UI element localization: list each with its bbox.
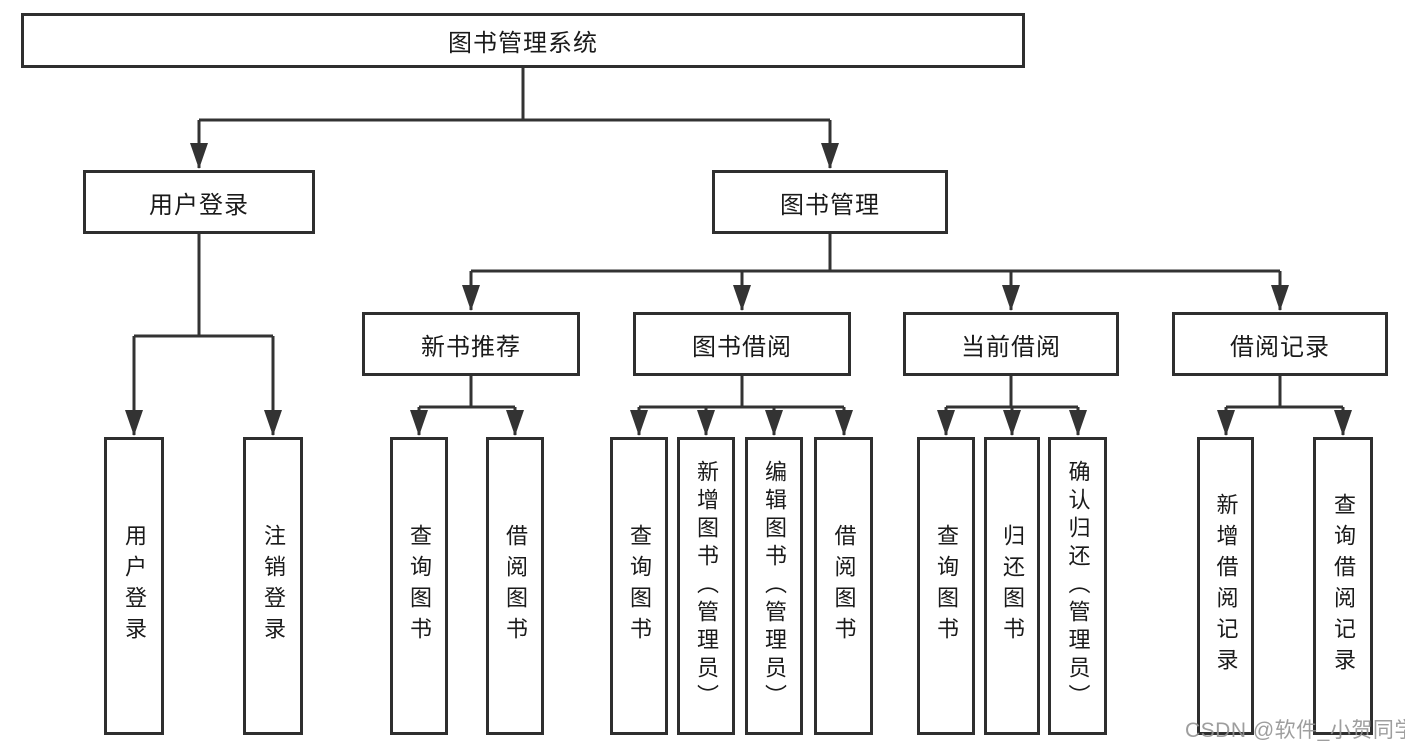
leaf-nbr-borrow-book-label: 借阅图书 bbox=[503, 524, 528, 648]
node-new-book-recommend-label: 新书推荐 bbox=[421, 333, 521, 361]
leaf-user-login-label: 用户登录 bbox=[122, 524, 147, 648]
node-new-book-recommend: 新书推荐 bbox=[362, 312, 580, 376]
leaf-bb-add-book-admin-label: 新增图书（管理员） bbox=[694, 460, 719, 712]
node-current-borrow-label: 当前借阅 bbox=[961, 333, 1061, 361]
leaf-cb-return-book: 归还图书 bbox=[984, 437, 1040, 735]
leaf-br-add-record: 新增借阅记录 bbox=[1197, 437, 1254, 735]
leaf-bb-query-book-label: 查询图书 bbox=[627, 524, 652, 648]
leaf-br-query-record: 查询借阅记录 bbox=[1313, 437, 1373, 735]
leaf-bb-add-book-admin: 新增图书（管理员） bbox=[677, 437, 735, 735]
leaf-cb-confirm-return-admin-label: 确认归还（管理员） bbox=[1065, 460, 1091, 712]
csdn-watermark: CSDN @软件_小贺同学 bbox=[1185, 719, 1405, 742]
node-user-login-label: 用户登录 bbox=[149, 191, 249, 219]
node-library-system: 图书管理系统 bbox=[21, 13, 1025, 68]
node-book-management: 图书管理 bbox=[712, 170, 948, 234]
node-current-borrow: 当前借阅 bbox=[903, 312, 1119, 376]
node-borrow-record-label: 借阅记录 bbox=[1230, 333, 1330, 361]
leaf-logout-login: 注销登录 bbox=[243, 437, 303, 735]
leaf-bb-borrow-book: 借阅图书 bbox=[814, 437, 873, 735]
leaf-bb-query-book: 查询图书 bbox=[610, 437, 668, 735]
node-borrow-record: 借阅记录 bbox=[1172, 312, 1388, 376]
node-library-system-label: 图书管理系统 bbox=[448, 30, 598, 57]
leaf-br-add-record-label: 新增借阅记录 bbox=[1213, 493, 1239, 679]
leaf-bb-borrow-book-label: 借阅图书 bbox=[831, 524, 857, 648]
leaf-bb-edit-book-admin-label: 编辑图书（管理员） bbox=[762, 460, 787, 712]
node-book-management-label: 图书管理 bbox=[780, 191, 880, 219]
leaf-cb-confirm-return-admin: 确认归还（管理员） bbox=[1048, 437, 1107, 735]
leaf-cb-query-book: 查询图书 bbox=[917, 437, 975, 735]
leaf-cb-return-book-label: 归还图书 bbox=[1000, 524, 1025, 648]
leaf-cb-query-book-label: 查询图书 bbox=[934, 524, 959, 648]
leaf-user-login: 用户登录 bbox=[104, 437, 164, 735]
leaf-nbr-query-book-label: 查询图书 bbox=[407, 524, 432, 648]
leaf-logout-login-label: 注销登录 bbox=[261, 524, 286, 648]
node-book-borrow-label: 图书借阅 bbox=[692, 333, 792, 361]
leaf-bb-edit-book-admin: 编辑图书（管理员） bbox=[745, 437, 803, 735]
node-user-login: 用户登录 bbox=[83, 170, 315, 234]
leaf-nbr-query-book: 查询图书 bbox=[390, 437, 448, 735]
leaf-nbr-borrow-book: 借阅图书 bbox=[486, 437, 544, 735]
node-book-borrow: 图书借阅 bbox=[633, 312, 851, 376]
leaf-br-query-record-label: 查询借阅记录 bbox=[1331, 493, 1356, 679]
